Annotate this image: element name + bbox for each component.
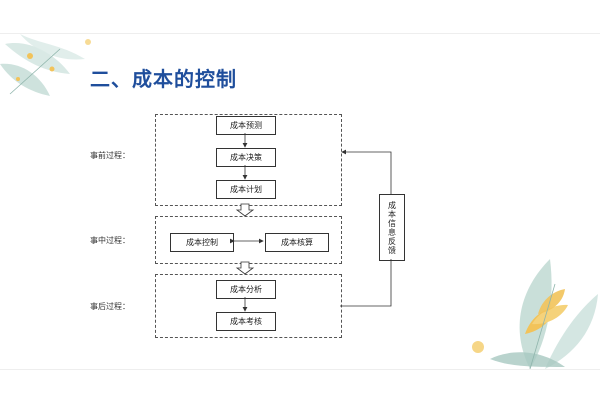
node-cost-assessment: 成本考核 [216, 312, 276, 331]
slide-title: 二、成本的控制 [90, 67, 237, 91]
node-cost-accounting: 成本核算 [265, 233, 329, 252]
block-arrow-pre-to-mid [235, 203, 255, 217]
post-process-label: 事后过程： [90, 302, 130, 311]
feedback-box: 成本信息反馈 [379, 194, 405, 261]
feedback-loop-line [340, 259, 392, 307]
diagram-connectors [230, 133, 392, 312]
feedback-return-line [341, 149, 392, 194]
slide: 二、成本的控制 事前过程： 事中过程： 事后过程： 成本预测 成本决策 成本计划… [0, 33, 600, 370]
plant-decoration-bottom-right [472, 259, 598, 369]
mid-process-label: 事中过程： [90, 236, 130, 245]
node-cost-analysis: 成本分析 [216, 280, 276, 299]
node-cost-decision: 成本决策 [216, 148, 276, 167]
leaf-decoration-top-left [0, 34, 91, 96]
pre-process-label: 事前过程： [90, 151, 130, 160]
node-cost-plan: 成本计划 [216, 180, 276, 199]
node-cost-forecast: 成本预测 [216, 116, 276, 135]
block-arrow-mid-to-post [235, 261, 255, 275]
